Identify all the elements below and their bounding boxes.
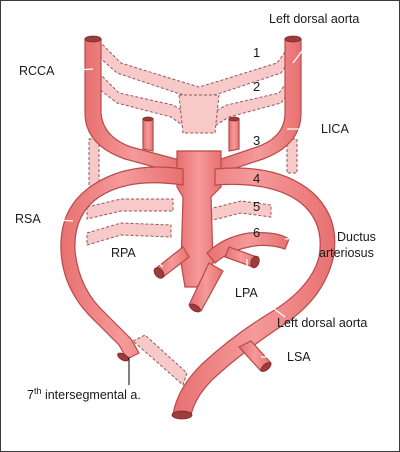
arch-1-regressed bbox=[98, 39, 294, 100]
arch-number-1: 1 bbox=[253, 45, 260, 60]
lica-opening bbox=[284, 35, 302, 43]
intersegmental-base: 7 bbox=[27, 388, 34, 402]
descending-aorta-opening bbox=[171, 410, 193, 420]
left-external-carotid bbox=[228, 118, 240, 152]
arch-6-right-regressed bbox=[86, 222, 172, 246]
label-lpa: LPA bbox=[235, 286, 258, 300]
label-rpa: RPA bbox=[111, 246, 136, 260]
arch-numbers: 1 2 3 4 5 6 bbox=[253, 45, 260, 240]
label-lica: LICA bbox=[321, 122, 349, 136]
leader-lines bbox=[42, 30, 318, 385]
labels: Left dorsal aorta RCCA LICA RSA Ductus a… bbox=[15, 12, 376, 402]
label-ductus-line1: Ductus bbox=[337, 230, 376, 244]
arch-5-right-regressed bbox=[86, 198, 174, 220]
lsa-vessel bbox=[238, 340, 272, 372]
arch-5-left-regressed bbox=[208, 200, 272, 222]
label-rcca: RCCA bbox=[19, 64, 55, 78]
arch-number-3: 3 bbox=[253, 133, 260, 148]
rcca-leader bbox=[62, 68, 94, 72]
right-4th-arch-rsa bbox=[60, 166, 184, 360]
left-dorsal-aorta-bottom-leader bbox=[268, 304, 286, 318]
label-rsa: RSA bbox=[15, 212, 41, 226]
right-external-carotid-opening bbox=[142, 116, 154, 122]
label-left-dorsal-aorta-top: Left dorsal aorta bbox=[269, 12, 359, 26]
right-dorsal-aorta-regressed bbox=[88, 138, 100, 188]
label-ductus-line2: arteriosus bbox=[319, 246, 374, 260]
rpa-opening bbox=[153, 267, 165, 279]
vessel-openings bbox=[84, 35, 302, 420]
left-dorsal-segment-regressed bbox=[286, 138, 298, 174]
left-dorsal-aorta-top-leader bbox=[292, 30, 318, 64]
regressed-vessels bbox=[86, 39, 298, 386]
ductus-leader bbox=[284, 236, 318, 240]
persisting-vessels bbox=[60, 38, 336, 416]
rpa-leader bbox=[150, 256, 164, 268]
arch-number-5: 5 bbox=[253, 199, 260, 214]
label-left-dorsal-aorta-bottom: Left dorsal aorta bbox=[277, 316, 367, 330]
lpa-opening bbox=[250, 255, 260, 269]
rcca-opening bbox=[84, 35, 102, 43]
intersegmental-superscript: th bbox=[34, 386, 42, 396]
right-dorsal-aorta-lower-regressed bbox=[132, 334, 188, 386]
lsa-opening bbox=[260, 362, 272, 372]
descending-branch-opening bbox=[189, 303, 201, 313]
descending-branch bbox=[188, 262, 224, 312]
arch-number-2: 2 bbox=[253, 79, 260, 94]
left-external-carotid-opening bbox=[228, 116, 240, 122]
lica-vessel bbox=[214, 38, 302, 176]
seventh-intersegmental-opening bbox=[117, 352, 129, 362]
arch-number-4: 4 bbox=[253, 171, 260, 186]
rsa-leader bbox=[42, 218, 74, 222]
right-external-carotid bbox=[142, 118, 154, 152]
intersegmental-rest: intersegmental a. bbox=[41, 388, 140, 402]
aortic-sac-regressed bbox=[178, 94, 220, 134]
label-7th-intersegmental: 7th intersegmental a. bbox=[27, 386, 141, 402]
arch-number-6: 6 bbox=[253, 225, 260, 240]
label-lsa: LSA bbox=[287, 350, 311, 364]
